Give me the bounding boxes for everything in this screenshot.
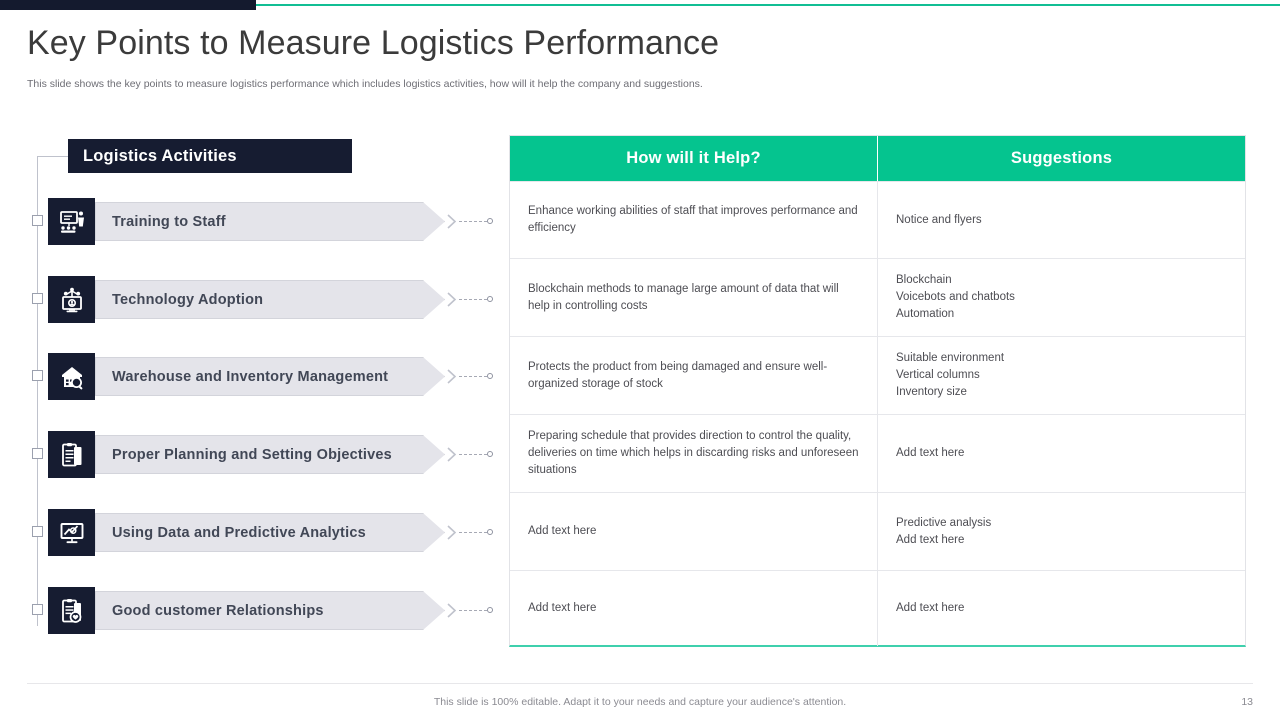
activity-bar-shape: Proper Planning and Setting Objectives — [95, 435, 445, 474]
activity-label: Warehouse and Inventory Management — [112, 368, 389, 385]
activity-row-5[interactable]: Using Data and Predictive Analytics — [0, 509, 505, 556]
table-row[interactable]: Add text here Predictive analysis Add te… — [510, 492, 1245, 570]
cell-help: Protects the product from being damaged … — [510, 337, 878, 414]
cell-suggestions: Blockchain Voicebots and chatbots Automa… — [896, 274, 1015, 320]
spine-connector-top — [37, 156, 69, 157]
activity-bar[interactable]: Training to Staff — [95, 202, 445, 241]
section-title-logistics-activities: Logistics Activities — [68, 139, 352, 173]
spine-vertical-line — [37, 156, 38, 626]
cell-help: Add text here — [510, 571, 878, 646]
table-row[interactable]: Protects the product from being damaged … — [510, 336, 1245, 414]
connector-endpoint-icon — [487, 296, 493, 302]
activity-row-6[interactable]: Good customer Relationships — [0, 587, 505, 634]
activity-bar-shape: Technology Adoption — [95, 280, 445, 319]
chevron-right-icon — [447, 292, 457, 307]
dashed-connector — [459, 299, 487, 300]
cell-help: Enhance working abilities of staff that … — [510, 182, 878, 258]
activity-bar[interactable]: Warehouse and Inventory Management — [95, 357, 445, 396]
activity-bar[interactable]: Using Data and Predictive Analytics — [95, 513, 445, 552]
activity-bar[interactable]: Technology Adoption — [95, 280, 445, 319]
page-title: Key Points to Measure Logistics Performa… — [27, 24, 720, 62]
chevron-right-icon — [447, 525, 457, 540]
dashed-connector — [459, 376, 487, 377]
activity-label: Technology Adoption — [112, 291, 264, 308]
activity-label: Proper Planning and Setting Objectives — [112, 446, 392, 463]
activity-row-4[interactable]: Proper Planning and Setting Objectives — [0, 431, 505, 478]
activity-row-1[interactable]: Training to Staff — [0, 198, 505, 245]
cell-help: Preparing schedule that provides directi… — [510, 415, 878, 492]
column-header-suggestions: Suggestions — [1010, 149, 1113, 167]
clipboard-plan-icon — [48, 431, 95, 478]
cell-suggestions: Notice and flyers — [896, 213, 982, 226]
top-accent-teal-line — [256, 4, 1280, 6]
node-marker-icon — [32, 526, 43, 537]
activity-bar-shape: Warehouse and Inventory Management — [95, 357, 445, 396]
analytics-chart-icon — [48, 509, 95, 556]
table-row[interactable]: Enhance working abilities of staff that … — [510, 181, 1245, 258]
cell-suggestions: Add text here — [896, 447, 965, 460]
dashed-connector — [459, 532, 487, 533]
activity-row-3[interactable]: Warehouse and Inventory Management — [0, 353, 505, 400]
table-header-row: How will it Help? Suggestions — [510, 136, 1245, 181]
chevron-right-icon — [447, 214, 457, 229]
dashed-connector — [459, 610, 487, 611]
dashed-connector — [459, 221, 487, 222]
cell-suggestions: Predictive analysis Add text here — [896, 516, 992, 546]
connector-endpoint-icon — [487, 529, 493, 535]
network-monitor-icon — [48, 276, 95, 323]
activity-label: Good customer Relationships — [112, 602, 324, 619]
warehouse-search-icon — [48, 353, 95, 400]
activity-label: Using Data and Predictive Analytics — [112, 524, 366, 541]
node-marker-icon — [32, 448, 43, 459]
activity-bar[interactable]: Proper Planning and Setting Objectives — [95, 435, 445, 474]
activity-bar-shape: Good customer Relationships — [95, 591, 445, 630]
footer-divider — [27, 683, 1253, 684]
help-suggestions-table: How will it Help? Suggestions Enhance wo… — [509, 135, 1246, 647]
table-row[interactable]: Add text here Add text here — [510, 570, 1245, 646]
activity-label: Training to Staff — [112, 213, 226, 230]
activity-bar-shape: Training to Staff — [95, 202, 445, 241]
connector-endpoint-icon — [487, 607, 493, 613]
cell-help: Blockchain methods to manage large amoun… — [510, 259, 878, 336]
node-marker-icon — [32, 215, 43, 226]
chevron-right-icon — [447, 369, 457, 384]
activity-bar-shape: Using Data and Predictive Analytics — [95, 513, 445, 552]
page-number: 13 — [1241, 696, 1253, 708]
cell-help: Add text here — [510, 493, 878, 570]
node-marker-icon — [32, 293, 43, 304]
activity-bar[interactable]: Good customer Relationships — [95, 591, 445, 630]
cell-suggestions: Add text here — [896, 602, 965, 615]
table-row[interactable]: Blockchain methods to manage large amoun… — [510, 258, 1245, 336]
column-header-how-will-it-help: How will it Help? — [510, 136, 878, 181]
clipboard-heart-icon — [48, 587, 95, 634]
top-accent-navy-bar — [0, 0, 256, 10]
page-subtitle: This slide shows the key points to measu… — [27, 78, 703, 90]
connector-endpoint-icon — [487, 451, 493, 457]
node-marker-icon — [32, 604, 43, 615]
chevron-right-icon — [447, 603, 457, 618]
connector-endpoint-icon — [487, 373, 493, 379]
presentation-training-icon — [48, 198, 95, 245]
logistics-activities-panel: Logistics Activities Training to Staff — [0, 120, 505, 660]
chevron-right-icon — [447, 447, 457, 462]
dashed-connector — [459, 454, 487, 455]
connector-endpoint-icon — [487, 218, 493, 224]
footer-note: This slide is 100% editable. Adapt it to… — [433, 696, 847, 708]
node-marker-icon — [32, 370, 43, 381]
activity-row-2[interactable]: Technology Adoption — [0, 276, 505, 323]
cell-suggestions: Suitable environment Vertical columns In… — [896, 352, 1005, 398]
table-row[interactable]: Preparing schedule that provides directi… — [510, 414, 1245, 492]
